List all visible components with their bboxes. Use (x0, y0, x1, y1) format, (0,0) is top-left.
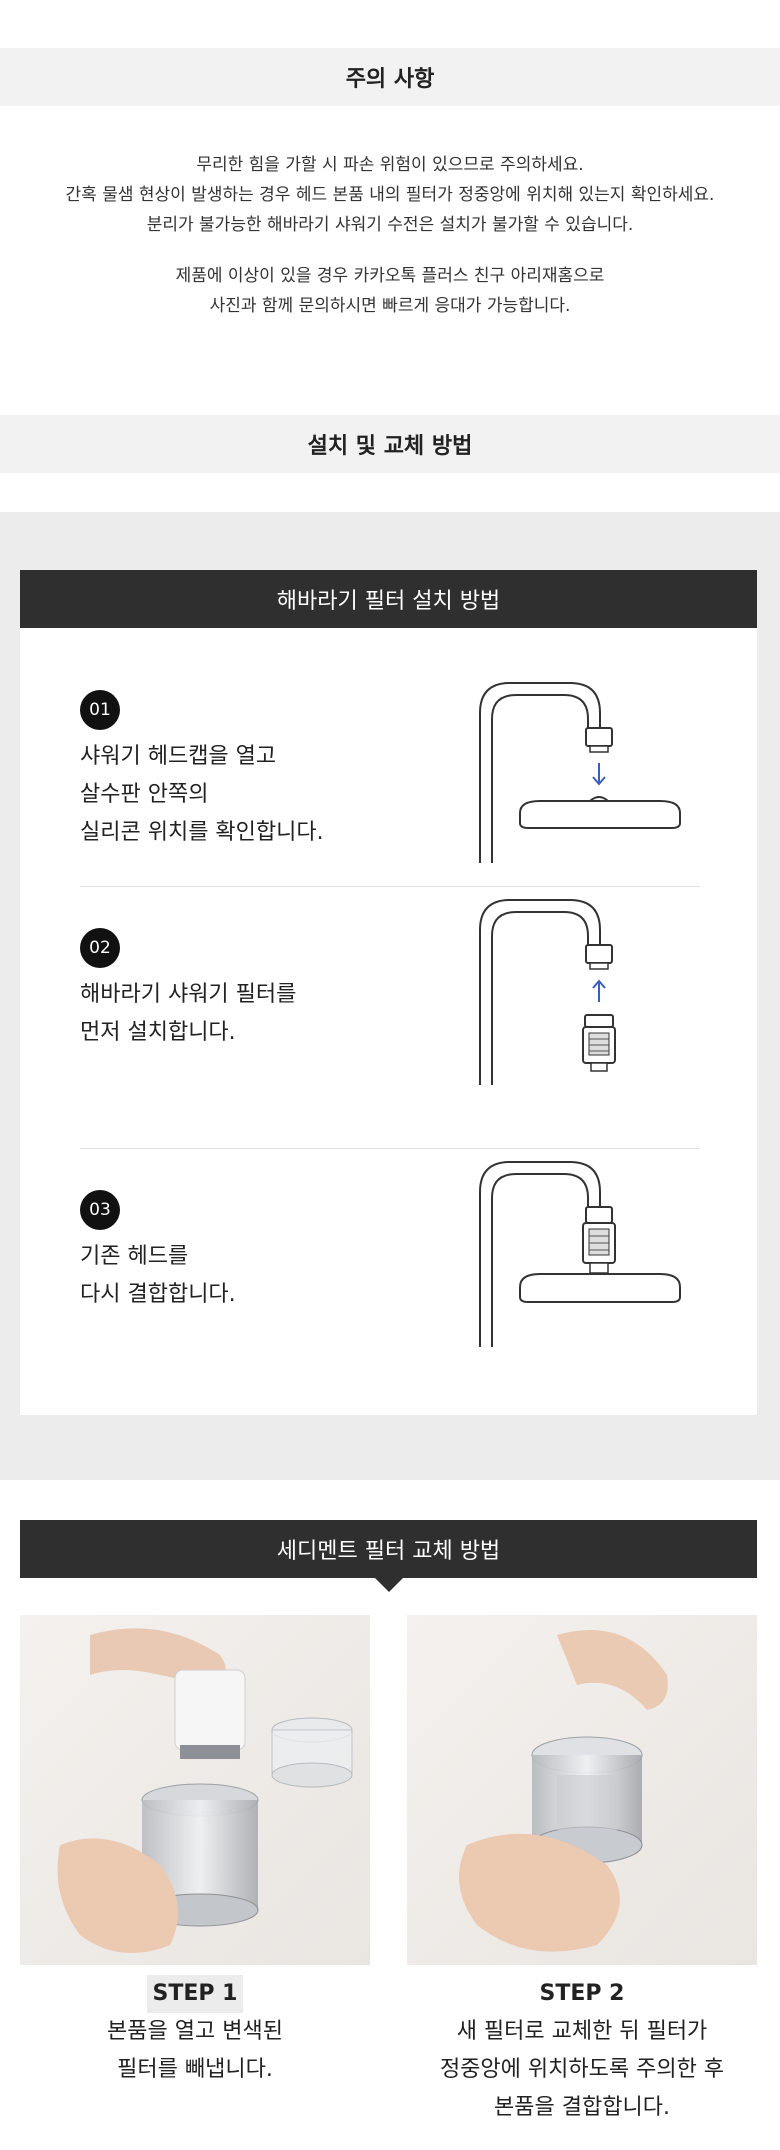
caution-line: 간혹 물샘 현상이 발생하는 경우 헤드 본품 내의 필터가 정중앙에 위치해 … (65, 185, 715, 205)
caution-line: 분리가 불가능한 해바라기 샤워기 수전은 설치가 불가할 수 있습니다. (146, 215, 634, 235)
filter-removal-photo-image (20, 1615, 370, 1965)
faucet-filter-illustration (479, 899, 616, 1085)
sunflower-step-2: 02 해바라기 샤워기 필터를 먼저 설치합니다. (20, 890, 757, 1150)
step1-photo (20, 1615, 370, 1965)
sediment-header: 세디멘트 필터 교체 방법 (20, 1520, 757, 1592)
caption-line: 본품을 열고 변색된 (107, 2019, 283, 2044)
sunflower-step-1: 01 샤워기 헤드캡을 열고 살수판 안쪽의 실리콘 위치를 확인합니다. (20, 628, 757, 888)
caption-line: 정중앙에 위치하도록 주의한 후 (439, 2057, 725, 2082)
caution-text-group-2: 제품에 이상이 있을 경우 카카오톡 플러스 친구 아리재홈으로 사진과 함께 … (0, 261, 780, 321)
step-label: STEP 1 (146, 1975, 244, 2013)
caution-text-group-1: 무리한 힘을 가할 시 파손 위험이 있으므로 주의하세요. 간혹 물샘 현상이… (0, 150, 780, 240)
sunflower-steps-card: 01 샤워기 헤드캡을 열고 살수판 안쪽의 실리콘 위치를 확인합니다. 02… (20, 628, 757, 1415)
caution-title: 주의 사항 (345, 67, 435, 92)
step2-caption: STEP 2 새 필터로 교체한 뒤 필터가 정중앙에 위치하도록 주의한 후 … (402, 1975, 762, 2127)
step-divider (80, 886, 700, 887)
sunflower-step-3: 03 기존 헤드를 다시 결합합니다. (20, 1152, 757, 1412)
install-title-bar: 설치 및 교체 방법 (0, 415, 780, 473)
caution-line: 사진과 함께 문의하시면 빠르게 응대가 가능합니다. (209, 296, 571, 316)
header-pointer-icon (374, 1578, 403, 1592)
sunflower-header: 해바라기 필터 설치 방법 (20, 570, 757, 642)
caption-line: 본품을 결합합니다. (494, 2095, 670, 2120)
step-label: STEP 2 (539, 1981, 625, 2006)
step-line: 먼저 설치합니다. (80, 1020, 236, 1045)
step2-photo (407, 1615, 757, 1965)
faucet-head-cap-illustration (479, 682, 681, 863)
sunflower-header-title: 해바라기 필터 설치 방법 (276, 589, 501, 614)
install-title: 설치 및 교체 방법 (307, 434, 473, 459)
step-line: 살수판 안쪽의 (80, 782, 209, 807)
step-line: 샤워기 헤드캡을 열고 (80, 744, 277, 769)
step-line: 다시 결합합니다. (80, 1282, 236, 1307)
caption-line: 새 필터로 교체한 뒤 필터가 (456, 2019, 708, 2044)
step-description: 해바라기 샤워기 필터를 먼저 설치합니다. (80, 976, 296, 1052)
step-description: 기존 헤드를 다시 결합합니다. (80, 1238, 236, 1314)
step-line: 기존 헤드를 (80, 1244, 189, 1269)
step-number-badge: 01 (80, 690, 120, 730)
caution-line: 제품에 이상이 있을 경우 카카오톡 플러스 친구 아리재홈으로 (175, 266, 605, 286)
step-line: 실리콘 위치를 확인합니다. (80, 820, 324, 845)
step1-caption: STEP 1 본품을 열고 변색된 필터를 빼냅니다. (15, 1975, 375, 2089)
step-divider (80, 1148, 700, 1149)
step-description: 샤워기 헤드캡을 열고 살수판 안쪽의 실리콘 위치를 확인합니다. (80, 738, 324, 852)
sediment-header-title: 세디멘트 필터 교체 방법 (276, 1539, 501, 1564)
caution-line: 무리한 힘을 가할 시 파손 위험이 있으므로 주의하세요. (196, 155, 584, 175)
caution-title-bar: 주의 사항 (0, 48, 780, 106)
step-number-badge: 03 (80, 1190, 120, 1230)
caption-line: 필터를 빼냅니다. (117, 2057, 273, 2082)
step-line: 해바라기 샤워기 필터를 (80, 982, 297, 1007)
step-number-badge: 02 (80, 928, 120, 968)
faucet-assembled-illustration (479, 1161, 681, 1347)
filter-assembly-photo-image (407, 1615, 757, 1965)
